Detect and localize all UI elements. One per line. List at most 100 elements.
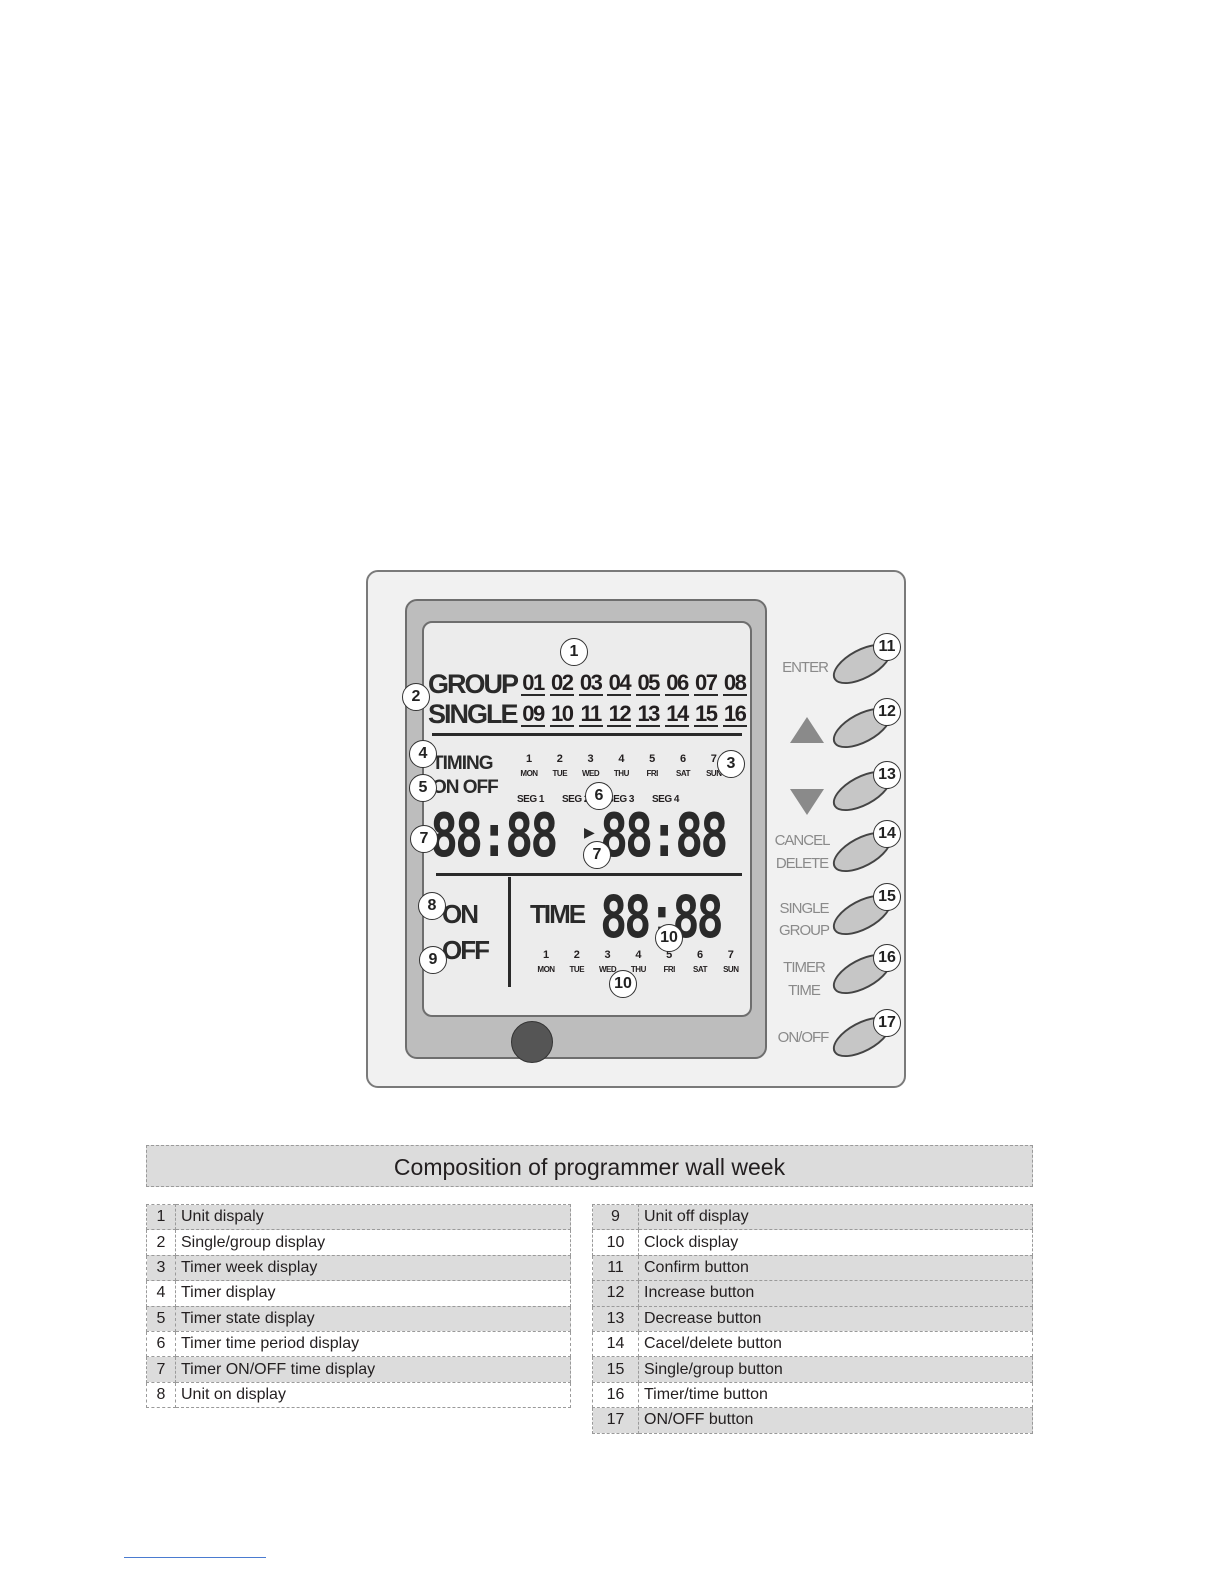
unit-off-label: OFF [442, 935, 490, 965]
timer-day-name: MON [520, 769, 538, 778]
row-description: Timer display [175, 1280, 571, 1307]
timer-start-time: 88:88 [430, 801, 558, 871]
timer-day-name: THU [613, 769, 629, 778]
unit-number: 16 [722, 701, 747, 727]
row-description: Unit on display [175, 1381, 571, 1409]
timer-label: TIMER [783, 959, 826, 976]
row-description: Unit off display [638, 1203, 1033, 1231]
row-number: 8 [146, 1381, 176, 1409]
row-description: Clock display [638, 1229, 1033, 1256]
clock-day-number: 2 [573, 949, 580, 961]
callout-17: 17 [873, 1009, 901, 1037]
bezel-knob [511, 1021, 553, 1063]
row-description: Timer time period display [175, 1330, 571, 1358]
unit-number: 01 [521, 670, 545, 696]
unit-number: 12 [607, 701, 632, 727]
row-number: 13 [592, 1305, 639, 1332]
callout-6: 6 [585, 782, 613, 810]
segment-label: SEG 3 [607, 794, 634, 805]
enter-label: ENTER [782, 659, 829, 676]
row-description: Decrease button [638, 1305, 1033, 1332]
row-description: Single/group button [638, 1356, 1033, 1383]
callout-13: 13 [873, 761, 901, 789]
arrow-right-icon: ▶ [584, 824, 595, 840]
divider-top [432, 733, 742, 736]
row-description: Confirm button [638, 1254, 1033, 1282]
footer-rule [124, 1557, 266, 1558]
clock-day-name: SAT [693, 965, 707, 974]
unit-number: 07 [693, 670, 718, 696]
row-description: Timer week display [175, 1254, 571, 1282]
row-number: 11 [592, 1254, 639, 1282]
clock-day-number: 6 [696, 949, 704, 961]
group-label: GROUP [428, 669, 519, 699]
timer-day-number: 5 [649, 753, 656, 765]
clock-day-name: WED [599, 965, 617, 974]
up-arrow-icon [790, 717, 824, 743]
callout-9: 9 [419, 946, 447, 974]
single-label: SINGLE [428, 699, 519, 729]
group-label: GROUP [778, 922, 830, 939]
unit-number: 13 [636, 701, 660, 727]
unit-number: 03 [578, 670, 603, 696]
callout-11: 11 [873, 633, 901, 661]
timer-day-number: 3 [587, 753, 594, 765]
callout-10a: 10 [655, 924, 683, 952]
row-description: Single/group display [175, 1229, 571, 1256]
unit-number: 05 [636, 670, 660, 696]
row-description: Cacel/delete button [638, 1330, 1033, 1358]
unit-number: 06 [665, 670, 689, 696]
row-number: 12 [592, 1280, 639, 1307]
timer-day-number: 4 [618, 753, 625, 765]
segment-label: SEG 4 [652, 794, 679, 805]
clock-day-number: 3 [604, 949, 611, 961]
row-number: 10 [592, 1229, 639, 1256]
clock-day-number: 5 [666, 949, 673, 961]
unit-number: 04 [607, 670, 632, 696]
row-description: Increase button [638, 1280, 1033, 1307]
row-description: ON/OFF button [638, 1407, 1033, 1434]
callout-8: 8 [418, 892, 446, 920]
divider-middle [436, 873, 742, 876]
onoff-label: ON/OFF [777, 1029, 830, 1046]
timer-day-name: WED [582, 769, 600, 778]
table-title: Composition of programmer wall week [146, 1145, 1033, 1187]
row-number: 9 [592, 1203, 639, 1231]
row-number: 16 [592, 1381, 639, 1409]
row-number: 2 [146, 1229, 176, 1256]
clock-day-number: 1 [542, 949, 550, 961]
callout-12: 12 [873, 698, 901, 726]
row-number: 14 [592, 1330, 639, 1358]
timer-day-number: 1 [525, 753, 533, 765]
unit-number: 02 [549, 670, 574, 696]
row-description: Unit dispaly [175, 1203, 571, 1231]
row-number: 5 [146, 1305, 176, 1332]
delete-label: DELETE [775, 855, 829, 872]
timer-end-time: 88:88 [600, 801, 728, 871]
clock-day-name: TUE [569, 965, 585, 974]
clock-day-name: MON [537, 965, 555, 974]
row-description: Timer state display [175, 1305, 571, 1332]
segment-label: SEG 1 [517, 794, 544, 805]
segment-label: SEG 2 [562, 794, 589, 805]
single-label: SINGLE [779, 900, 829, 917]
time-label: TIME [530, 899, 586, 929]
row-number: 17 [592, 1407, 639, 1434]
callout-4: 4 [409, 740, 437, 768]
clock-day-name: FRI [663, 965, 675, 974]
clock-day-number: 4 [635, 949, 642, 961]
callout-14: 14 [873, 820, 901, 848]
